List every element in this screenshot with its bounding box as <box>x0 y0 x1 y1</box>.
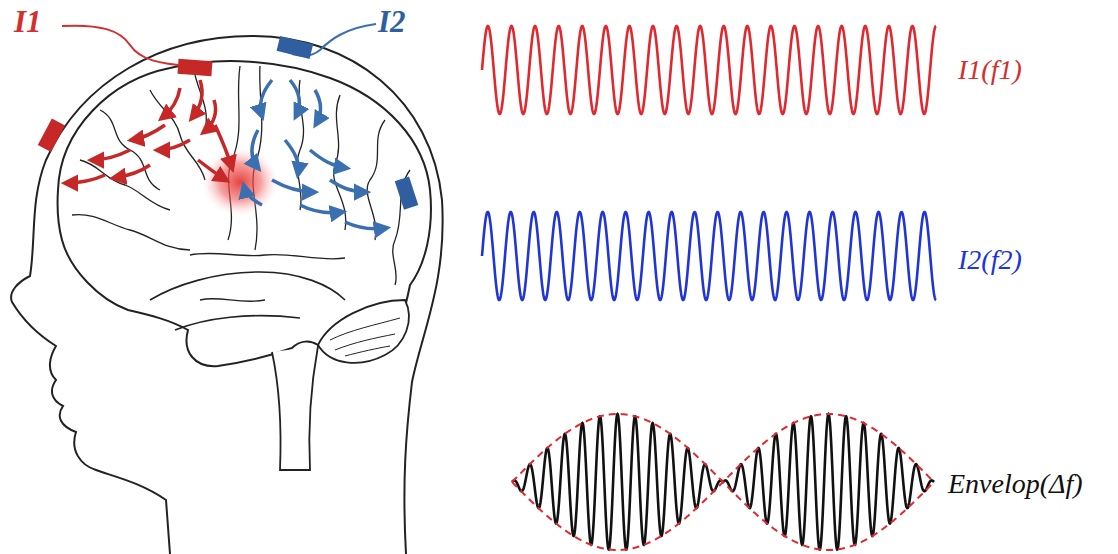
cerebellum-folds <box>330 318 400 356</box>
signal-label: Envelop(Δf) <box>948 470 1083 498</box>
electrode-red <box>38 118 65 152</box>
brain-outline <box>58 61 431 366</box>
head-outline <box>11 36 443 554</box>
electrode-red <box>177 59 212 76</box>
current-arrows-blue <box>244 80 386 229</box>
target-glow <box>202 148 278 216</box>
current-label: I1 <box>14 6 42 37</box>
gyri <box>72 66 410 301</box>
envelope-line <box>512 482 934 550</box>
electrode-blue <box>395 177 419 210</box>
envelope-line <box>512 414 934 482</box>
temporal-lobe <box>150 272 345 330</box>
current-label: I2 <box>378 6 406 37</box>
sine-wave-f2 <box>482 212 936 300</box>
brainstem <box>272 346 318 470</box>
wire-i1 <box>62 26 190 66</box>
signal-label: I2(f2) <box>958 246 1022 274</box>
beat-wave <box>512 414 934 549</box>
cerebellum <box>318 300 409 363</box>
current-arrows-red <box>66 80 232 183</box>
sine-wave-f1 <box>482 26 936 114</box>
electrode-blue <box>277 36 314 59</box>
signal-label: I1(f1) <box>958 56 1022 84</box>
